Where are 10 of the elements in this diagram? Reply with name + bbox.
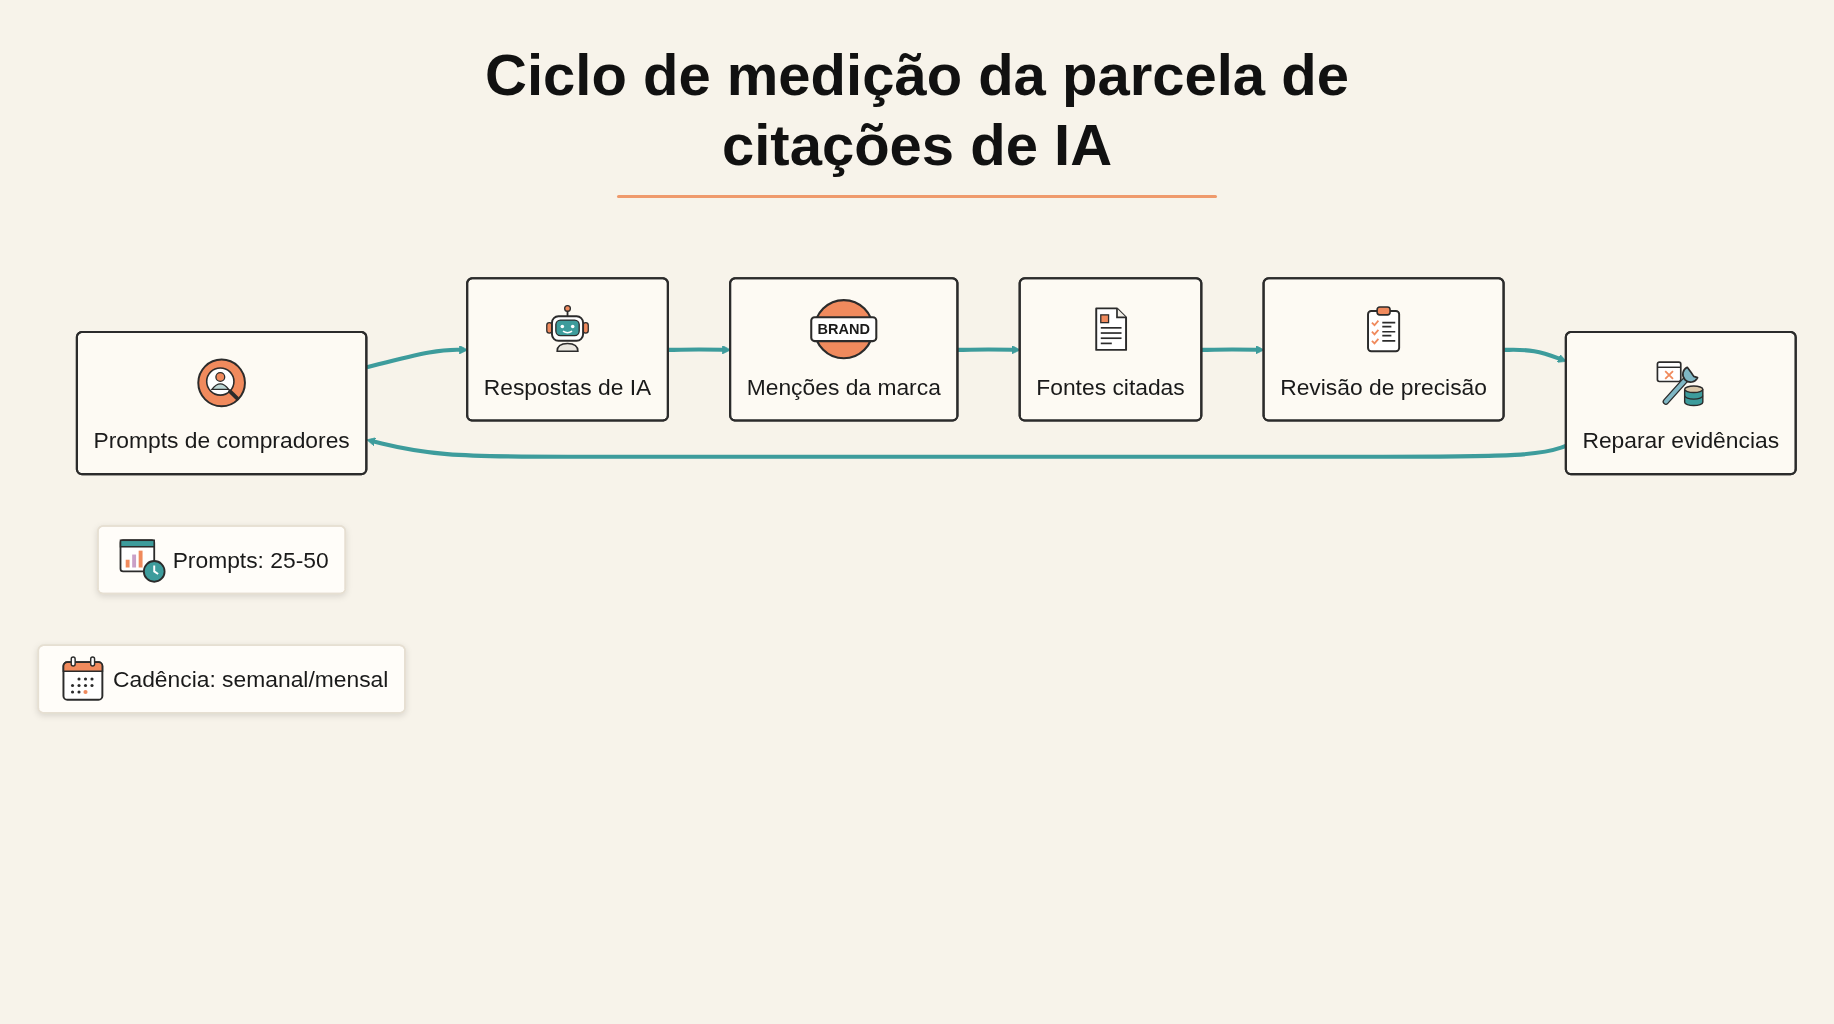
step-label: Reparar evidências [1582, 426, 1780, 456]
step-label: Fontes citadas [1036, 372, 1185, 402]
step-label: Respostas de IA [483, 372, 652, 402]
step-label: Menções da marca [746, 372, 941, 402]
step-label: Revisão de precisão [1280, 372, 1487, 402]
card-text: Prompts: 25-50 [172, 545, 329, 575]
step-label: Prompts de compradores [93, 426, 350, 456]
tag-text: BRAND [817, 321, 870, 338]
title: Ciclo de medição da parcela de citações de IA [484, 41, 1350, 179]
card-text: Cadência: semanal/mensal [113, 665, 389, 694]
